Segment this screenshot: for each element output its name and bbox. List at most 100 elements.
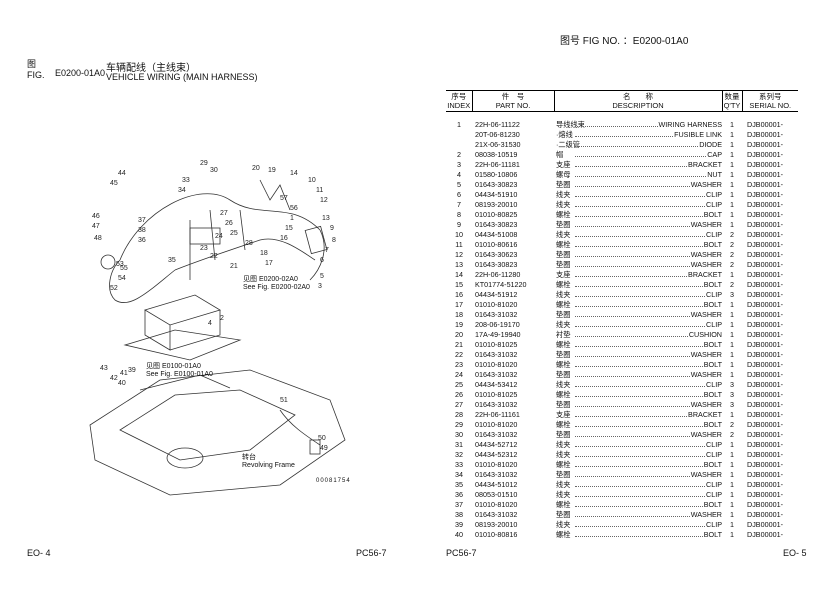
dot-leader (575, 440, 706, 447)
callout-24: 24 (215, 233, 223, 240)
row-part-number: 01010-81020 (475, 460, 518, 469)
row-part-number: 08053-01510 (475, 490, 518, 499)
see-fig-2-cn: 见图 E0100-01A0 (146, 363, 201, 370)
row-serial: DJB00001- (747, 320, 783, 329)
row-index: 3 (457, 160, 461, 169)
row-quantity: 1 (730, 450, 734, 459)
row-description-cn: 垫圈 (556, 470, 571, 479)
row-part-number: 21X-06-31530 (475, 140, 521, 149)
row-part-number: 01010-81020 (475, 420, 518, 429)
callout-3: 3 (318, 283, 322, 290)
row-description-en: CLIP (706, 230, 722, 239)
callout-40: 40 (118, 380, 126, 387)
callout-14: 14 (290, 170, 298, 177)
callout-23: 23 (200, 245, 208, 252)
row-quantity: 1 (730, 460, 734, 469)
row-description-en: FUSIBLE LINK (674, 130, 722, 139)
row-description-cn: 螺栓 (556, 460, 571, 469)
row-quantity: 1 (730, 150, 734, 159)
row-description-cn: 垫圈 (556, 510, 571, 519)
row-quantity: 1 (730, 530, 734, 539)
row-index: 32 (455, 450, 463, 459)
row-description-en: CAP (707, 150, 722, 159)
row-index: 13 (455, 260, 463, 269)
row-index: 5 (457, 180, 461, 189)
callout-30: 30 (210, 167, 218, 174)
callout-6: 6 (320, 257, 324, 264)
row-index: 6 (457, 190, 461, 199)
callout-13: 13 (322, 215, 330, 222)
row-description-en: CLIP (706, 450, 722, 459)
callout-47: 47 (92, 223, 100, 230)
row-description-cn: 垫圈 (556, 350, 571, 359)
row-quantity: 1 (730, 300, 734, 309)
row-serial: DJB00001- (747, 530, 783, 539)
callout-56: 56 (290, 205, 298, 212)
dot-leader (575, 510, 690, 517)
page-number-right: EO- 5 (783, 548, 807, 558)
row-index: 23 (455, 360, 463, 369)
dot-leader (575, 460, 703, 467)
row-description-cn: 螺栓 (556, 210, 571, 219)
row-description-en: BOLT (703, 210, 722, 219)
callout-25: 25 (230, 230, 238, 237)
row-serial: DJB00001- (747, 140, 783, 149)
frame-rail (139, 374, 231, 391)
row-description-cn: 支座 (556, 270, 571, 279)
dot-leader (575, 470, 690, 477)
dot-leader (575, 200, 706, 207)
row-part-number: 08193-20010 (475, 200, 518, 209)
row-part-number: 01643-30623 (475, 250, 518, 259)
page-number-left: EO- 4 (27, 548, 51, 558)
row-part-number: 01010-81025 (475, 340, 518, 349)
row-description-en: BOLT (703, 530, 722, 539)
row-part-number: 17A-49-19940 (475, 330, 521, 339)
row-quantity: 1 (730, 180, 734, 189)
row-description-en: BOLT (703, 280, 722, 289)
row-serial: DJB00001- (747, 450, 783, 459)
callout-5: 5 (320, 273, 324, 280)
row-description-cn: 螺栓 (556, 300, 571, 309)
row-quantity: 1 (730, 170, 734, 179)
callout-37: 37 (138, 217, 146, 224)
row-description-cn: 线夹 (556, 490, 571, 499)
row-part-number: 22H-06-11280 (475, 270, 521, 279)
row-description-en: BRACKET (688, 270, 722, 279)
row-serial: DJB00001- (747, 310, 783, 319)
wiring-diagram-drawing: 44 45 46 47 48 37 38 36 55 54 53 52 35 2… (89, 160, 346, 496)
frame-opening (166, 447, 204, 469)
callout-54: 54 (118, 275, 126, 282)
row-description-en: WASHER (690, 250, 722, 259)
row-description-en: WASHER (690, 510, 722, 519)
dot-leader (575, 420, 703, 427)
row-description-cn: 线夹 (556, 450, 571, 459)
row-serial: DJB00001- (747, 370, 783, 379)
row-description-en: BOLT (703, 360, 722, 369)
callout-41: 41 (120, 370, 128, 377)
dot-leader (575, 340, 703, 347)
row-description-cn: 线夹 (556, 200, 571, 209)
row-quantity: 1 (730, 350, 734, 359)
row-description: 垫圈 WASHER (554, 510, 722, 520)
harness-line (279, 409, 321, 446)
row-index: 14 (455, 270, 463, 279)
row-part-number: 04434-51910 (475, 190, 518, 199)
row-quantity: 1 (730, 490, 734, 499)
